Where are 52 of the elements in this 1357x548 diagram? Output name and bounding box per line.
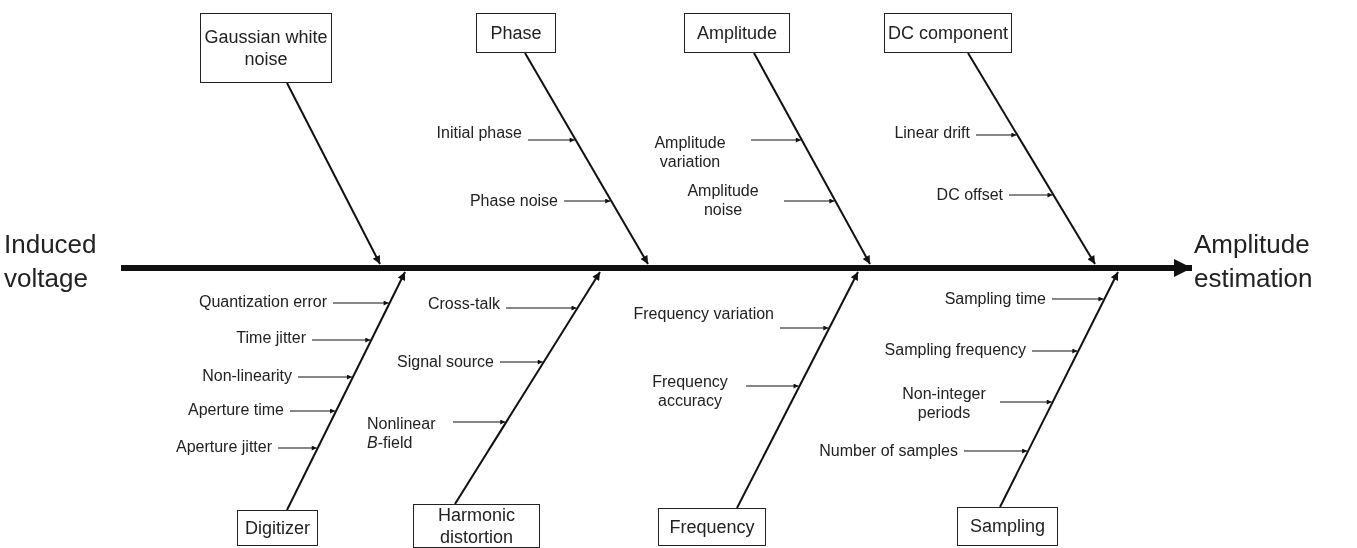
category-box: Amplitude <box>684 13 790 53</box>
arrow <box>999 399 1053 405</box>
end-label: Amplitude estimation <box>1194 228 1354 296</box>
end-label: Induced voltage <box>4 228 120 296</box>
bone-arrow <box>286 82 381 265</box>
cause-label: Signal source <box>397 352 494 372</box>
arrow <box>499 359 544 365</box>
cause-label: Amplitude noise <box>668 180 778 220</box>
cause-label: Non-integer periods <box>894 383 994 423</box>
cause-label: Number of samples <box>819 441 958 461</box>
category-box: DC component <box>884 13 1012 53</box>
category-box: Harmonic distortion <box>413 504 540 548</box>
arrow <box>783 198 835 204</box>
arrow <box>975 132 1017 138</box>
arrow <box>452 419 506 425</box>
cause-label: Non-linearity <box>202 366 292 386</box>
arrow <box>745 383 800 389</box>
cause-label: Time jitter <box>236 328 306 348</box>
cause-label: Linear drift <box>894 123 970 143</box>
arrow <box>1008 192 1053 198</box>
cause-label: Aperture jitter <box>175 437 272 457</box>
arrow <box>1031 348 1078 354</box>
cause-label: Amplitude variation <box>635 132 745 172</box>
arrow <box>750 137 802 143</box>
arrow <box>563 198 611 204</box>
arrow <box>289 408 336 414</box>
arrow <box>311 337 371 343</box>
arrow <box>332 300 390 306</box>
cause-label: Frequency variation <box>633 304 774 324</box>
cause-label: Sampling frequency <box>884 340 1026 360</box>
cause-label: Sampling time <box>944 289 1046 309</box>
cause-label: Quantization error <box>198 292 327 312</box>
cause-label: Nonlinear B-field <box>367 413 447 453</box>
cause-label: Phase noise <box>469 191 558 211</box>
category-box: Frequency <box>658 508 766 546</box>
arrow <box>779 325 829 331</box>
cause-label: Initial phase <box>436 123 522 143</box>
arrow <box>297 374 353 380</box>
arrow <box>963 448 1028 454</box>
category-box: Digitizer <box>237 510 318 546</box>
cause-label: Aperture time <box>187 400 284 420</box>
category-box: Sampling <box>957 507 1058 546</box>
arrow <box>277 445 318 451</box>
arrow <box>505 305 578 311</box>
cause-label: Frequency accuracy <box>640 371 740 411</box>
arrow <box>1051 296 1104 302</box>
spine-arrow <box>1162 259 1192 277</box>
cause-label: DC offset <box>936 185 1003 205</box>
category-box: Phase <box>476 13 556 53</box>
cause-label: Cross-talk <box>428 294 500 314</box>
category-box: Gaussian white noise <box>200 13 332 83</box>
arrow <box>527 137 576 143</box>
